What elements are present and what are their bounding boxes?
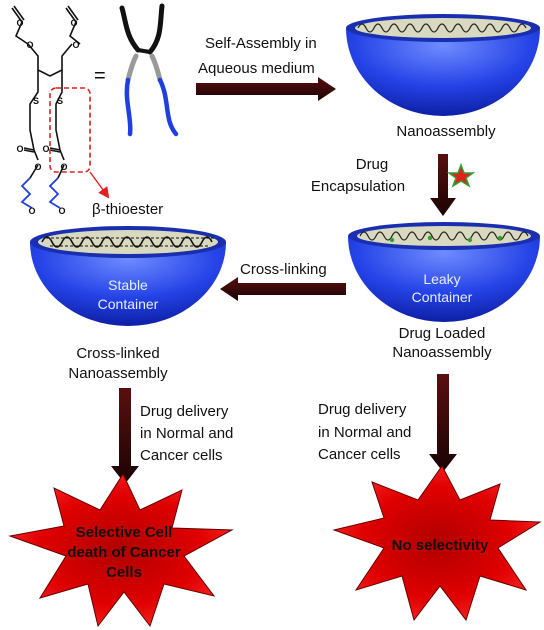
atom-o-5: O — [16, 144, 23, 154]
atom-o-4: O — [72, 40, 79, 50]
drug-encapsulation-line2: Encapsulation — [311, 178, 405, 195]
cross-linking-label: Cross-linking — [240, 261, 327, 278]
leaky-label-line1: Leaky — [423, 271, 460, 287]
atom-o-1: O — [16, 18, 23, 28]
delivery-right-line2: in Normal and — [318, 424, 411, 441]
drug-loaded-line2: Nanoassembly — [392, 344, 492, 361]
atom-o-10: O — [58, 206, 65, 216]
nanoassembly-label: Nanoassembly — [396, 123, 496, 140]
no-selectivity-burst — [332, 465, 542, 622]
monomer-structure — [11, 5, 81, 179]
stable-container-bowl — [30, 226, 226, 326]
atom-o-8: O — [60, 162, 67, 172]
stable-label-line1: Stable — [108, 277, 148, 293]
stable-label-line2: Container — [98, 296, 159, 312]
selective-line2: death of Cancer — [67, 544, 181, 561]
equals-sign: = — [94, 65, 106, 87]
atom-o-9: O — [28, 206, 35, 216]
arrow-delivery-right — [429, 374, 457, 472]
beta-thioester-label: β-thioester — [92, 201, 163, 218]
selective-burst — [8, 472, 234, 628]
no-selectivity-label: No selectivity — [392, 537, 489, 554]
cross-linked-line2: Nanoassembly — [68, 365, 168, 382]
arrow-delivery-left — [111, 388, 139, 484]
self-assembly-line2: Aqueous medium — [198, 60, 315, 77]
arrow-self-assembly — [196, 77, 336, 101]
amphiphile-schematic — [119, 3, 179, 137]
selective-line1: Selective Cell — [76, 524, 173, 541]
selective-line3: Cells — [106, 564, 142, 581]
atom-o-7: O — [34, 162, 41, 172]
atom-s-1: S — [33, 96, 39, 106]
self-assembly-line1: Self-Assembly in — [205, 35, 317, 52]
nanoassembly-bowl — [346, 14, 540, 116]
drug-star-icon — [446, 162, 476, 188]
leaky-label-line2: Container — [412, 289, 473, 305]
peg-chains — [20, 177, 61, 209]
cross-linked-line1: Cross-linked — [76, 345, 159, 362]
thioester-pointer — [89, 171, 110, 199]
atom-s-2: S — [57, 96, 63, 106]
drug-encapsulation-line1: Drug — [356, 156, 389, 173]
arrow-drug-encapsulation — [430, 154, 456, 216]
atom-o-6: O — [42, 144, 49, 154]
delivery-right-line3: Cancer cells — [318, 446, 401, 463]
drug-loaded-line1: Drug Loaded — [399, 325, 486, 342]
leaky-container-bowl — [348, 222, 540, 322]
delivery-left-line2: in Normal and — [140, 425, 233, 442]
arrow-cross-linking — [220, 277, 346, 301]
thioester-highlight — [49, 87, 91, 173]
delivery-left-line1: Drug delivery — [140, 403, 229, 420]
delivery-right-line1: Drug delivery — [318, 401, 407, 418]
atom-o-2: O — [70, 18, 77, 28]
atom-o-3: O — [26, 40, 33, 50]
delivery-left-line3: Cancer cells — [140, 447, 223, 464]
